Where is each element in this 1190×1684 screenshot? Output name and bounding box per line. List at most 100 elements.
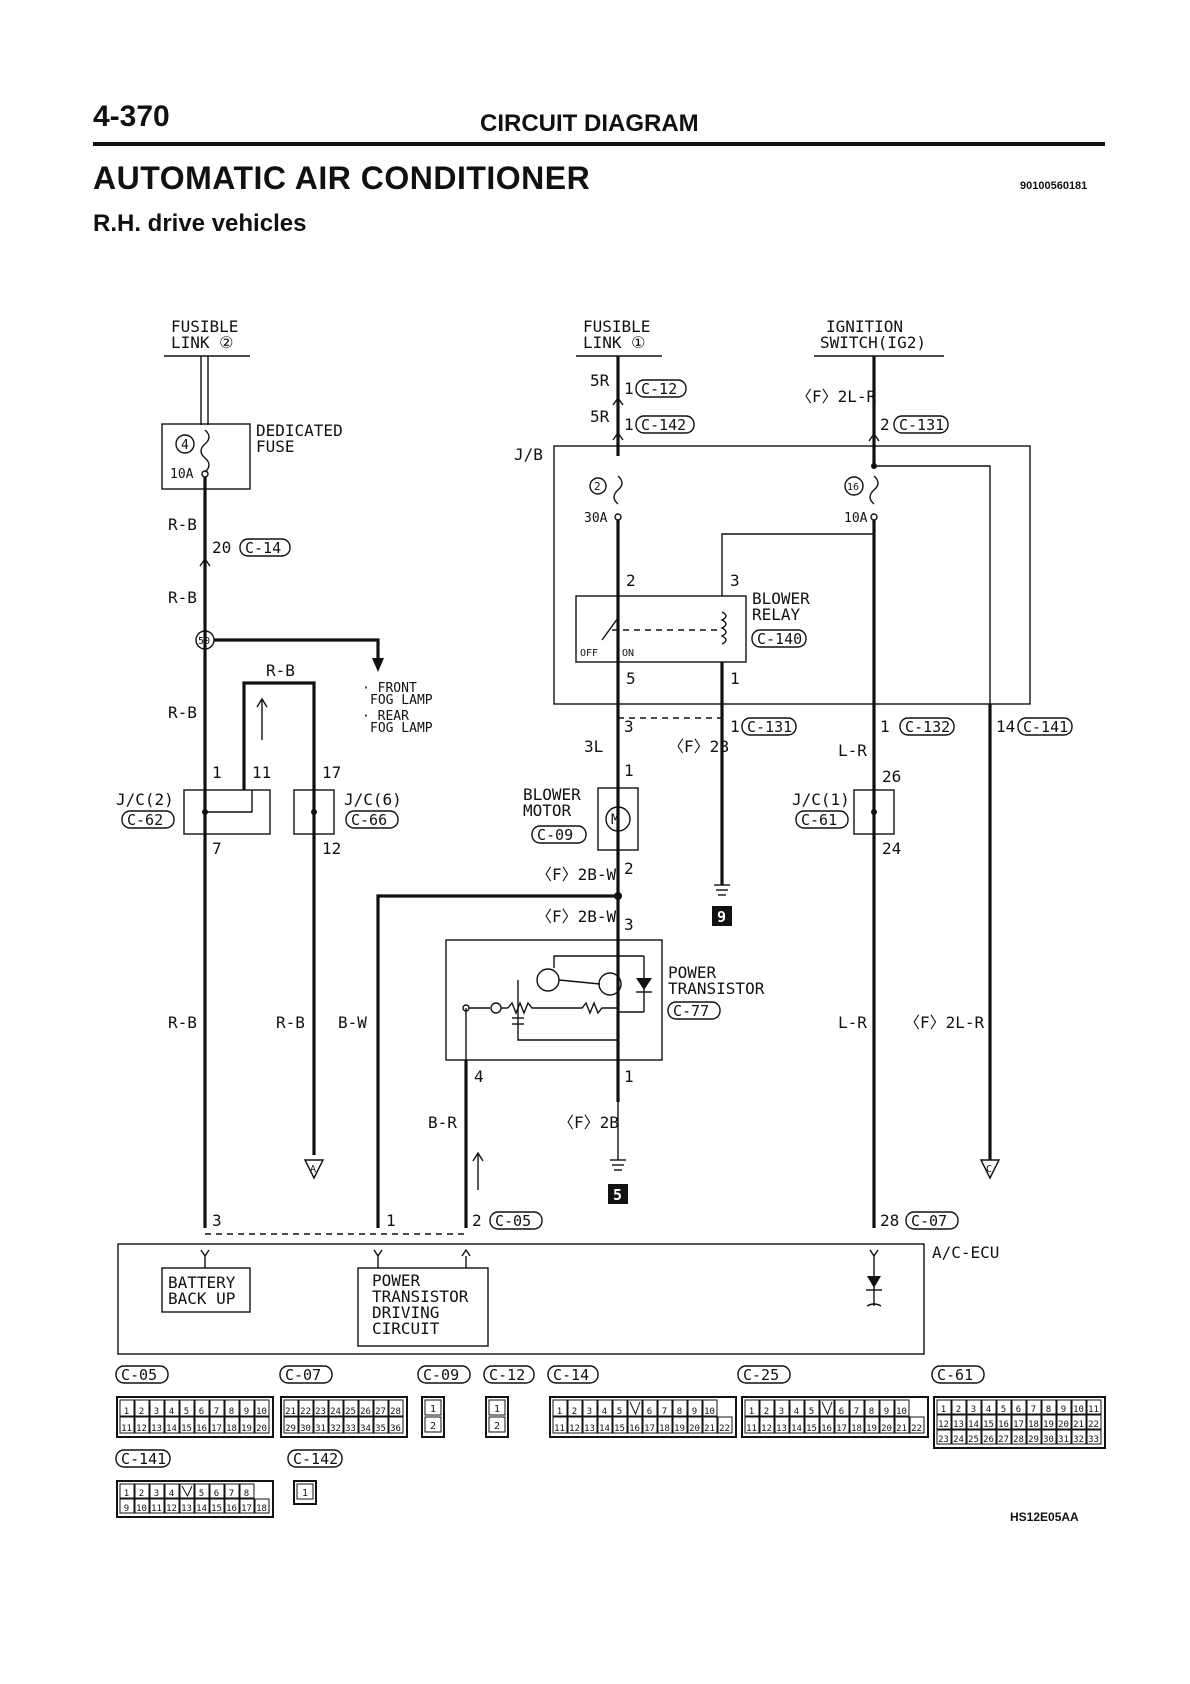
connector-c25-pin: 16 [821, 1424, 832, 1434]
connector-c61-cavity [1041, 1399, 1057, 1415]
pin-26-jc1: 26 [882, 767, 901, 786]
connector-c61-cavity [1071, 1414, 1087, 1430]
connector-c61-cavity [936, 1429, 952, 1445]
connector-c07-pin: 31 [315, 1424, 326, 1434]
connector-c61-cavity [966, 1399, 982, 1415]
rear-fog-lamp-line1: · REAR [362, 709, 409, 724]
connector-c61-pin: 6 [1016, 1405, 1021, 1415]
connector-c142-face-label: C-142 [293, 1450, 338, 1468]
connector-c14-pin: 13 [584, 1424, 595, 1434]
connector-c14-cavity [567, 1399, 583, 1417]
connector-c07-cavity [343, 1399, 359, 1417]
pin-3-power-transistor: 3 [624, 915, 634, 934]
connector-c141-cavity [179, 1498, 195, 1514]
pt-driving-line1: POWER [372, 1271, 421, 1290]
junction-block-box [553, 445, 1031, 705]
connector-c61-cavity [1086, 1429, 1102, 1445]
connector-c05-pin: 1 [124, 1407, 129, 1417]
pt-driving-line3: DRIVING [372, 1303, 439, 1322]
bw-wire-to-ecu [376, 894, 618, 1228]
jc1-box [853, 789, 895, 835]
pin-1-power-transistor: 1 [624, 1067, 634, 1086]
connector-c62-label: C-62 [127, 811, 163, 829]
connector-c14-cavity [657, 1416, 673, 1434]
connector-c14-cavity [702, 1399, 718, 1417]
wire-label-f2b-2: 〈F〉2B [558, 1113, 619, 1132]
connector-c05-cavity [224, 1416, 240, 1434]
fusible-link-1-label-line2: LINK ① [583, 333, 646, 352]
ground-9-number: 9 [717, 908, 726, 926]
connector-c141-cavity [209, 1498, 225, 1514]
connector-c141-cavity [149, 1498, 165, 1514]
pin-1-ecu: 1 [386, 1211, 396, 1230]
wire-label-lr-2: L-R [838, 1013, 867, 1032]
connector-c61-tag [795, 810, 849, 829]
connector-c14-pin: 12 [569, 1424, 580, 1434]
connector-c05-pin: 7 [214, 1407, 219, 1417]
connector-c61-cavity [951, 1399, 967, 1415]
connector-c141-label: C-141 [1023, 718, 1068, 736]
connector-c07-cavity [298, 1399, 314, 1417]
jc6-label: J/C(6) [344, 790, 402, 809]
splice-50-number: 50 [198, 636, 210, 647]
wire-label-f2lr-2: 〈F〉2L-R [904, 1013, 985, 1032]
connector-c05-cavity [119, 1416, 135, 1434]
connector-c25-pin: 10 [896, 1407, 907, 1417]
fuse-2-terminal [614, 513, 622, 521]
connector-c05-pin: 5 [184, 1407, 189, 1417]
connector-c14-pin: 7 [662, 1407, 667, 1417]
fuse-2-rating: 30A [584, 511, 608, 526]
connector-c61-pin: 9 [1061, 1405, 1066, 1415]
pin-1-c12: 1 [624, 379, 634, 398]
connector-c61-pin: 4 [986, 1405, 991, 1415]
connector-c61-pin: 27 [998, 1435, 1009, 1445]
current-arrow-left-icon [256, 697, 268, 708]
connector-c61-cavity [1026, 1399, 1042, 1415]
connector-c07-face-label: C-07 [285, 1366, 321, 1384]
blower-motor-label-line1: BLOWER [523, 785, 581, 804]
connector-c07-pin: 35 [375, 1424, 386, 1434]
connector-c05-face-label: C-05 [121, 1366, 157, 1384]
connector-c25-pin: 9 [884, 1407, 889, 1417]
pin-14-c141: 14 [996, 717, 1015, 736]
connector-c05-pin: 4 [169, 1407, 174, 1417]
connector-c05-pin: 16 [196, 1424, 207, 1434]
connector-c09-tag [531, 825, 587, 844]
connector-c25-cavity [879, 1416, 895, 1434]
relay-coil-feed-wire [721, 533, 874, 596]
connector-c141-pin: 1 [124, 1489, 129, 1499]
pin-11-jc2: 11 [252, 763, 271, 782]
connector-c141-cavity [224, 1498, 240, 1514]
connector-c07-pin: 33 [345, 1424, 356, 1434]
connector-c25-pin: 7 [854, 1407, 859, 1417]
connector-c61-cavity [981, 1414, 997, 1430]
connector-c05-pin: 18 [226, 1424, 237, 1434]
pin-1-relay: 1 [730, 669, 740, 688]
connector-c14-pin: 5 [617, 1407, 622, 1417]
document-code: 90100560181 [1020, 180, 1088, 192]
connector-c25-cavity [744, 1399, 760, 1417]
connector-c14-pin: 17 [644, 1424, 655, 1434]
connector-c61-cavity [1071, 1429, 1087, 1445]
connector-c07-pin: 25 [345, 1407, 356, 1417]
connector-c05-housing [116, 1396, 274, 1438]
connector-c25-cavity [894, 1416, 910, 1434]
blower-relay-label-line2: RELAY [752, 605, 801, 624]
connector-c61-cavity [1071, 1399, 1087, 1415]
pt-resistors-icon [507, 1001, 618, 1015]
ground-5-number: 5 [613, 1186, 622, 1204]
connector-c61-cavity [981, 1429, 997, 1445]
connector-c14-cavity [642, 1399, 658, 1417]
connector-c141-face-tag [115, 1449, 171, 1468]
connector-c05-pin: 6 [199, 1407, 204, 1417]
connector-c07-pin: 36 [390, 1424, 401, 1434]
connector-c61-housing [933, 1396, 1106, 1449]
connector-c25-cavity [759, 1416, 775, 1434]
connector-c141-face-label: C-141 [121, 1450, 166, 1468]
pt-transistor-1-icon [536, 968, 560, 992]
connector-c25-pin: 13 [776, 1424, 787, 1434]
connector-c61-pin: 31 [1058, 1435, 1069, 1445]
